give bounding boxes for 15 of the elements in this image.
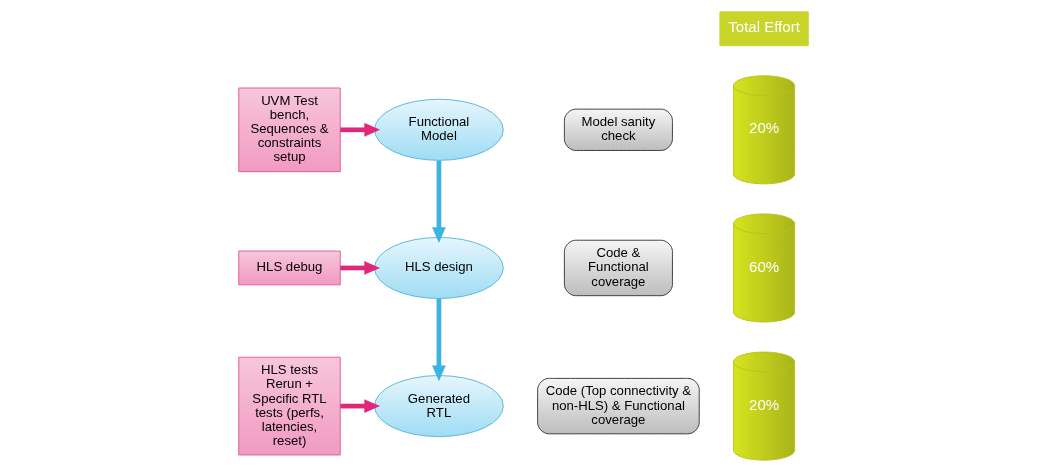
node-box: Model sanity check <box>563 108 673 151</box>
node-ellipse: HLS design <box>374 236 504 299</box>
arrow <box>432 298 446 382</box>
node-box: UVM Test bench, Sequences & constraints setup <box>238 87 341 173</box>
arrow <box>340 399 381 413</box>
node-box: Code (Top connectivity & non-HLS) & Functional coverage <box>537 377 700 435</box>
node-box: HLS tests Rerun + Specific RTL tests (perfs, latencies, reset) <box>238 356 341 456</box>
arrow <box>340 261 381 275</box>
node-box: Total Effort <box>719 11 809 47</box>
arrow <box>340 122 381 137</box>
node-ellipse: Functional Model <box>374 98 504 161</box>
arrow <box>432 160 446 244</box>
node-box: HLS debug <box>238 250 341 286</box>
node-box: Code & Functional coverage <box>563 239 673 297</box>
node-ellipse: Generated RTL <box>374 375 504 438</box>
